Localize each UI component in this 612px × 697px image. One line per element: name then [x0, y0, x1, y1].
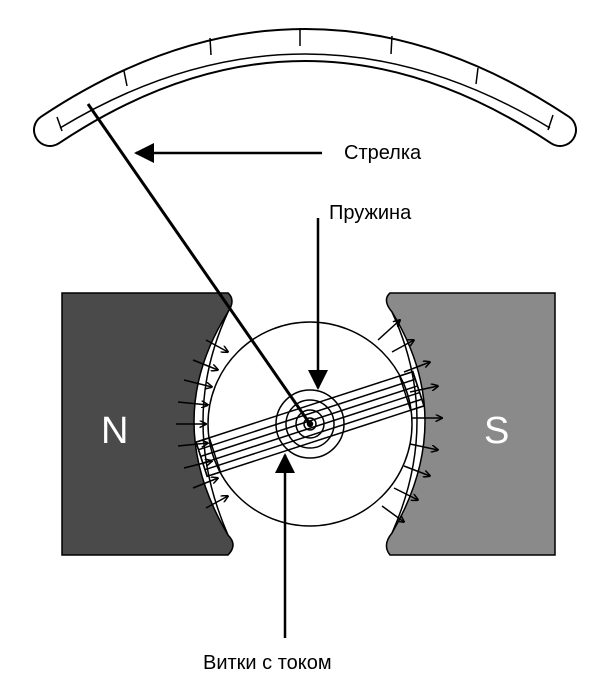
spring-turn: [275, 389, 345, 459]
coil-winding: [204, 398, 423, 471]
tick: [390, 35, 393, 55]
south-pole-label: S: [484, 410, 509, 452]
spring-turn: [285, 399, 335, 449]
needle-label: Стрелка: [344, 142, 422, 164]
needle: [86, 103, 312, 425]
field-arrow: [381, 505, 404, 522]
field-arrow: [403, 465, 430, 476]
coil-end-right: [398, 370, 425, 412]
scale-line: [59, 53, 551, 129]
scale-band-inner: [35, 30, 575, 145]
field-arrow: [393, 487, 418, 500]
scale: [33, 28, 577, 147]
south-magnet: [385, 292, 556, 556]
field-arrow: [409, 443, 438, 450]
spring-turn: [303, 417, 317, 431]
field-arrow: [403, 362, 430, 373]
field-arrow: [205, 496, 228, 509]
field-arrow: [377, 320, 400, 341]
tick: [547, 114, 554, 131]
field-arrow: [177, 402, 208, 405]
north-magnet: [61, 292, 234, 556]
tick: [209, 37, 212, 56]
tick: [123, 70, 128, 87]
coil-winding: [202, 391, 420, 464]
field-arrow: [409, 386, 438, 393]
tick: [56, 116, 63, 132]
coils-label: Витки с током: [203, 652, 332, 674]
coil-end-left: [195, 436, 222, 478]
field-arrow: [205, 339, 228, 352]
field-arrow: [177, 443, 208, 446]
field-arrow: [192, 359, 218, 370]
spring-turn: [295, 409, 325, 439]
field-arrow: [183, 379, 212, 387]
field-arrow: [391, 340, 414, 353]
gap-outline-right: [391, 311, 418, 534]
north-pole-label: N: [101, 410, 128, 452]
coil-winding: [198, 378, 416, 451]
field-lines-right: [377, 320, 442, 522]
spring-label: Пружина: [329, 202, 412, 224]
tick: [475, 67, 479, 85]
field-arrow: [192, 478, 218, 489]
scale-ticks: [56, 28, 554, 132]
spiral-spring: [275, 389, 345, 459]
